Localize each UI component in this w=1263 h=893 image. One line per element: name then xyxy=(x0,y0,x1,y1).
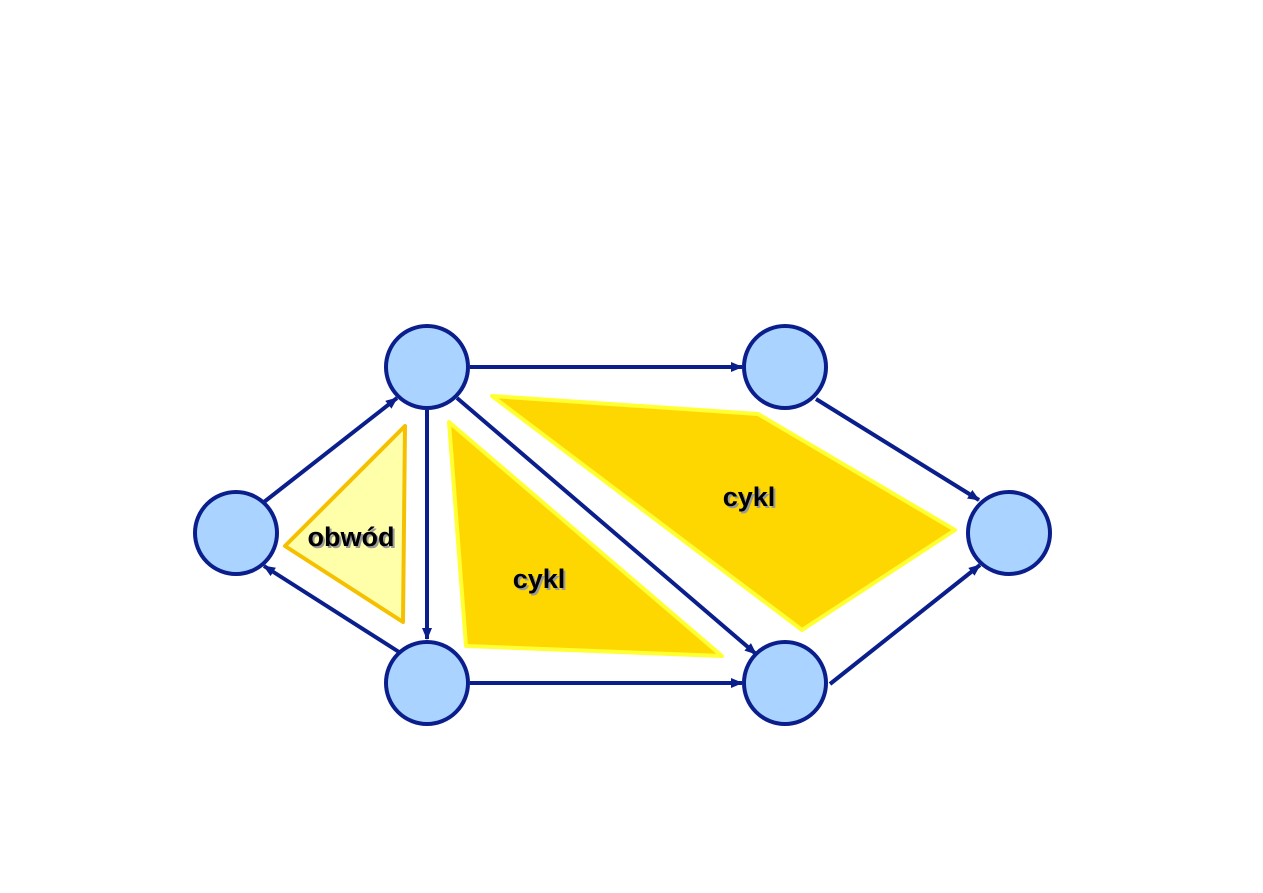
svg-text:cykl: cykl xyxy=(515,566,568,596)
node-bottom-left xyxy=(384,640,470,726)
label-cykl-right: cykl cykl xyxy=(723,482,778,514)
svg-text:cykl: cykl xyxy=(725,484,778,514)
region-label-cykl-left: cykl xyxy=(513,564,566,594)
region-label-cykl-right: cykl xyxy=(723,482,776,512)
label-obwod: obwód obwód xyxy=(308,522,397,554)
svg-text:obwód: obwód xyxy=(310,524,397,554)
node-bottom-right xyxy=(742,640,828,726)
edge-left-to-top-left xyxy=(262,396,399,504)
region-cykl-left xyxy=(447,420,724,658)
edge-top-right-to-right xyxy=(814,397,981,502)
node-top-left xyxy=(384,324,470,410)
region-cykl-right xyxy=(490,394,957,632)
region-label-obwod: obwód xyxy=(308,522,395,552)
node-left xyxy=(193,490,279,576)
label-cykl-left: cykl cykl xyxy=(513,564,568,596)
region-obwod xyxy=(283,424,407,624)
node-top-right xyxy=(742,324,828,410)
edge-bottom-left-to-left xyxy=(262,564,401,654)
node-right xyxy=(966,490,1052,576)
edge-bottom-right-to-right xyxy=(828,563,982,686)
edge-top-left-to-bottom-right xyxy=(455,396,758,656)
